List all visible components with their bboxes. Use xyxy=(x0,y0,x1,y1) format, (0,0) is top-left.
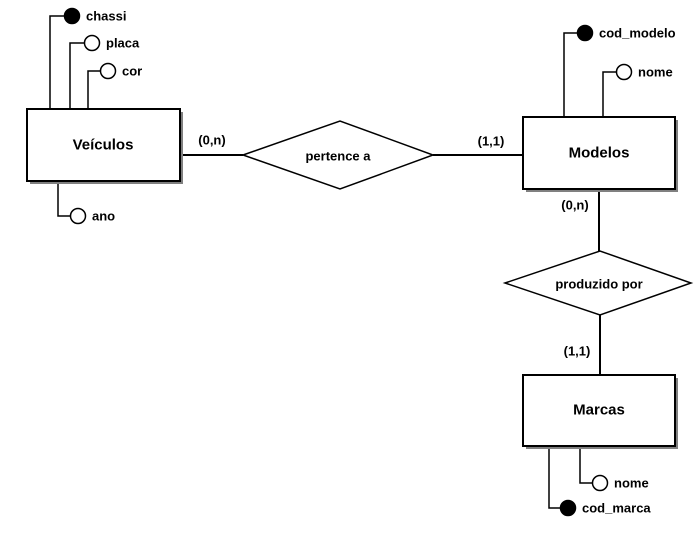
relationship-label: pertence a xyxy=(305,149,371,164)
cardinality-modelos-pertence-a: (1,1) xyxy=(478,134,505,149)
attribute-connector xyxy=(602,71,616,117)
attribute-label: cod_modelo xyxy=(599,26,676,41)
attribute-cod-marca: cod_marca xyxy=(548,446,651,517)
attribute-icon xyxy=(591,474,609,492)
key-attribute-icon xyxy=(63,7,81,25)
attribute-cor: cor xyxy=(87,62,142,109)
attribute-modelos-nome: nome xyxy=(602,63,673,117)
attribute-label: nome xyxy=(638,65,673,80)
key-attribute-icon xyxy=(576,24,594,42)
relationship-diamond xyxy=(240,120,436,190)
attribute-label: chassi xyxy=(86,9,126,24)
attribute-connector xyxy=(69,42,84,109)
relationship-produzido-por: produzido por xyxy=(502,250,694,316)
attribute-connector xyxy=(548,446,560,509)
attribute-label: ano xyxy=(92,209,115,224)
attribute-icon xyxy=(69,207,87,225)
attribute-label: cod_marca xyxy=(582,501,651,516)
entity-modelos: Modelos xyxy=(522,116,678,192)
attribute-connector xyxy=(49,15,64,109)
attribute-connector xyxy=(57,181,70,217)
attribute-connector xyxy=(563,32,577,117)
cardinality-marcas-produzido-por: (1,1) xyxy=(564,344,591,359)
entity-box xyxy=(26,108,181,182)
attribute-marcas-nome: nome xyxy=(579,446,649,492)
entity-label: Modelos xyxy=(569,145,630,162)
entity-label: Veículos xyxy=(73,137,134,154)
attribute-label: cor xyxy=(122,64,142,79)
relationship-label: produzido por xyxy=(555,277,642,292)
attribute-connector xyxy=(87,70,100,109)
attribute-ano: ano xyxy=(57,181,115,225)
key-attribute-icon xyxy=(559,499,577,517)
attribute-icon xyxy=(99,62,117,80)
cardinality-modelos-produzido-por: (0,n) xyxy=(561,198,588,213)
entity-label: Marcas xyxy=(573,402,625,419)
entity-box xyxy=(522,116,676,190)
attribute-icon xyxy=(615,63,633,81)
attribute-placa: placa xyxy=(69,34,140,109)
relationship-pertence-a: pertence a xyxy=(240,120,436,190)
attribute-chassi: chassi xyxy=(49,7,126,109)
entity-marcas: Marcas xyxy=(522,374,678,449)
attribute-connector xyxy=(579,446,592,484)
entity-veiculos: Veículos xyxy=(26,108,183,184)
relationship-diamond xyxy=(502,250,694,316)
entity-box xyxy=(522,374,676,447)
attribute-label: placa xyxy=(106,36,140,51)
attribute-cod-modelo: cod_modelo xyxy=(563,24,676,117)
attribute-label: nome xyxy=(614,476,649,491)
cardinality-veiculos-pertence-a: (0,n) xyxy=(198,133,225,148)
attribute-icon xyxy=(83,34,101,52)
